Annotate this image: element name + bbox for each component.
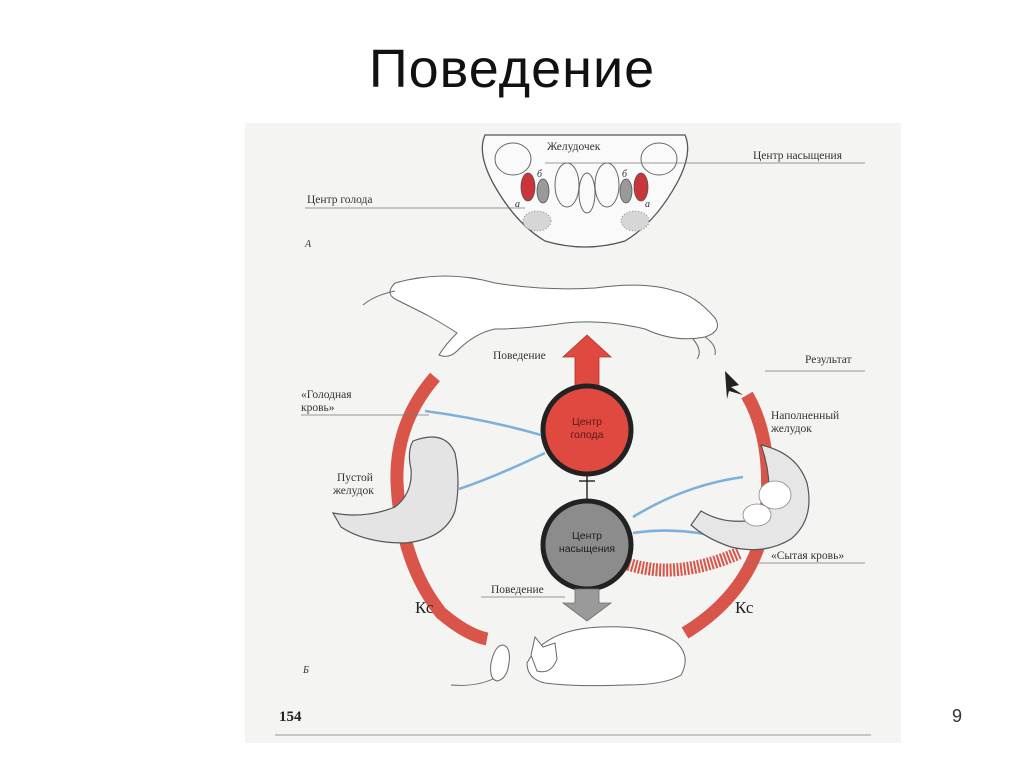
hunger-center-label-2: голода: [570, 429, 603, 441]
fed-blood-label: «Сытая кровь»: [771, 550, 844, 562]
behavior-bottom-label: Поведение: [491, 584, 544, 596]
ks-right-label: Кс: [735, 598, 754, 617]
mark-a-right: а: [645, 199, 650, 210]
hunger-satiety-diagram: Желудочек Центр насыщения Центр голода б…: [245, 123, 901, 743]
mark-a-left: а: [515, 199, 520, 210]
hunger-nucleus-left: [521, 173, 535, 201]
satiety-nucleus-right: [620, 179, 632, 203]
full-stomach-label-1: Наполненный: [771, 410, 839, 422]
full-stomach-label-2: желудок: [770, 423, 812, 435]
hunger-center-label-1: Центр: [572, 416, 602, 428]
empty-stomach-label-2: желудок: [332, 485, 374, 497]
dotted-body-right: [621, 211, 649, 231]
hunger-center-label-a: Центр голода: [307, 194, 373, 206]
behavior-top-label: Поведение: [493, 350, 546, 362]
stomach-food-1: [759, 481, 791, 509]
slide-title: Поведение: [0, 38, 1024, 100]
book-page-number: 154: [279, 709, 302, 725]
hungry-blood-label-1: «Голодная: [301, 389, 352, 401]
stomach-food-2: [743, 504, 771, 526]
hungry-blood-label-2: кровь»: [301, 402, 335, 414]
ks-left-label: Кс: [415, 598, 434, 617]
panel-a-letter: А: [304, 239, 312, 250]
satiety-center-label-1: Центр: [572, 530, 602, 542]
hunger-nucleus-right: [634, 173, 648, 201]
slide-page-number: 9: [952, 706, 962, 727]
panel-b-letter: Б: [302, 665, 309, 676]
result-label: Результат: [805, 354, 852, 366]
satiety-center-label-a: Центр насыщения: [753, 150, 843, 162]
satiety-nucleus-left: [537, 179, 549, 203]
dotted-body-left: [523, 211, 551, 231]
satiety-center-label-2: насыщения: [559, 543, 615, 555]
stomach-ventricle-label: Желудочек: [547, 141, 601, 153]
empty-stomach-label-1: Пустой: [337, 472, 373, 484]
